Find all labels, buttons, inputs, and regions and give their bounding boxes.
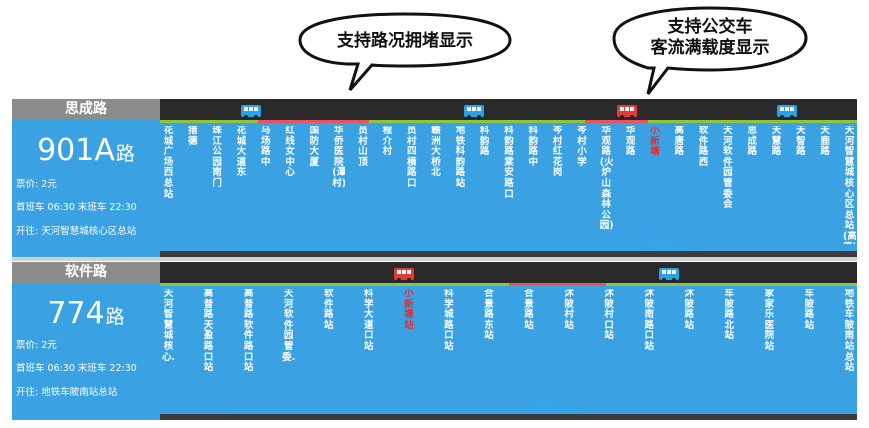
station-name: 天智路: [796, 126, 806, 158]
route-info-sidebar: 软件路 774路 票价: 2元 首班车 06:30 末班车 22:30 开往: …: [12, 262, 160, 420]
station-name: 车陂路北站: [724, 289, 735, 342]
station-name: 天河软件园管委会: [723, 126, 733, 211]
bus-icon: [240, 105, 261, 119]
station-name: 地铁科韵路站: [455, 126, 466, 189]
station-name: 高普路天盈路口站: [203, 289, 214, 374]
route-info-body: 774路 票价: 2元 首班车 06:30 末班车 22:30 开往: 地铁车陂…: [12, 283, 160, 420]
station-name: 程介村: [382, 126, 393, 158]
station-name: 天慧路: [771, 126, 782, 158]
callout-load: 支持公交车 客流满载度显示: [608, 2, 812, 98]
station-name: 天河智慧城核心...: [162, 289, 175, 363]
route-number: 774路: [12, 297, 160, 334]
fare-text: 票价: 2元: [16, 340, 57, 351]
current-stop-name: 软件路: [12, 262, 160, 283]
terminus-text: 开往: 地铁车陂南站总站: [16, 387, 118, 398]
progress-arrow-body: [232, 394, 593, 414]
station-name: 华侨医院(潭村): [332, 126, 346, 189]
bus-position-bar: [160, 99, 857, 120]
road-segment-red: [585, 120, 648, 123]
station-name: 赣洲大桥北: [431, 126, 441, 179]
speech-bubble-icon: [612, 6, 808, 95]
station-name: 思成路: [747, 126, 757, 158]
route-map-board: 天河智慧城核心... 高普路天盈路口站 高普路软件路口站 天河软件园管委... 软件路站…: [160, 262, 857, 420]
bus-position-bar: [160, 262, 857, 283]
station-name: 华观路: [625, 126, 636, 158]
callout-load-line2: 客流满载度显示: [650, 38, 770, 58]
station-name: 员村四横路口: [406, 126, 417, 189]
route-info-body: 901A路 票价: 2元 首班车 06:30 末班车 22:30 开往: 天河智…: [12, 120, 160, 257]
road-segment-red: [508, 283, 607, 286]
station-name: 猎德: [188, 126, 198, 147]
route-number: 901A路: [12, 134, 160, 171]
progress-track: [160, 251, 857, 257]
callout-congestion-text: 支持路况拥堵显示: [337, 31, 473, 51]
station-current: 小新塘: [650, 126, 660, 158]
station-name: 合景路站: [524, 289, 534, 331]
station-name: 天河软件园管委...: [282, 289, 296, 363]
road-segment-green: [160, 120, 258, 123]
station-name: 红线女中心: [285, 126, 295, 179]
callout-load-line1: 支持公交车: [667, 17, 753, 37]
progress-track: [160, 414, 857, 420]
route-number-value: 774: [47, 296, 105, 331]
station-name: 马场路中: [261, 126, 271, 168]
station-name: 软件路西: [698, 126, 709, 168]
station-name: 花城广场西总站: [163, 126, 174, 200]
station-name: 高普路软件路口站: [243, 289, 254, 374]
route-panel-774: 软件路 774路 票价: 2元 首班车 06:30 末班车 22:30 开往: …: [12, 262, 857, 420]
service-times: 首班车 06:30 末班车 22:30: [16, 363, 137, 374]
station-name: 天鹿路: [820, 126, 830, 158]
station-name: 员村山顶: [358, 126, 368, 168]
route-number-unit: 路: [105, 306, 125, 328]
station-name: 花城大道东: [236, 126, 247, 179]
progress-arrow-icon: [232, 394, 593, 414]
road-segment-green: [647, 120, 857, 123]
progress-arrow-body: [232, 231, 704, 251]
bus-icon: [658, 268, 679, 282]
callout-congestion: 支持路况拥堵显示: [292, 8, 518, 94]
station-name: 软件路站: [323, 289, 334, 331]
station-name: 国防大厦: [309, 126, 320, 168]
bus-icon: [616, 105, 637, 119]
speech-bubble-icon: [298, 12, 512, 91]
route-info-sidebar: 思成路 901A路 票价: 2元 首班车 06:30 末班车 22:30 开往:…: [12, 99, 160, 257]
fare-text: 票价: 2元: [16, 179, 57, 190]
station-name: 高唐路: [674, 126, 684, 158]
bus-icon: [393, 268, 414, 282]
station-name: 珠江公园南门: [212, 126, 222, 189]
station-name: 天河智慧城核心区总站(高唐): [843, 126, 856, 244]
route-panel-901a: 思成路 901A路 票价: 2元 首班车 06:30 末班车 22:30 开往:…: [12, 99, 857, 257]
station-name: 家家乐医院站: [764, 289, 775, 352]
terminus-text: 开往: 天河智慧城核心区总站: [16, 226, 137, 237]
station-current: 小新塘站: [404, 289, 414, 331]
station-name: 车陂路站: [804, 289, 815, 331]
station-name: 沐陂南路口站: [644, 289, 654, 352]
station-name: 岑村红花岗: [552, 126, 563, 179]
panel-divider: [12, 257, 857, 261]
station-name: 合景路东站: [484, 289, 494, 342]
bus-icon: [463, 105, 484, 119]
route-number-unit: 路: [115, 143, 135, 165]
service-times: 首班车 06:30 末班车 22:30: [16, 202, 137, 213]
station-name: 华观路(火炉山森林公园): [599, 126, 613, 232]
station-name: 地铁车陂南站总站: [844, 289, 855, 374]
station-name: 岑村小学: [577, 126, 587, 168]
station-name: 科韵路: [479, 126, 490, 158]
road-segment-green: [369, 120, 586, 123]
station-name: 科学城路口站: [444, 289, 454, 352]
current-stop-name: 思成路: [12, 99, 160, 120]
road-segment-green: [606, 283, 857, 286]
progress-arrow-icon: [232, 231, 704, 251]
station-name: 科韵路棠安路口: [504, 126, 514, 200]
station-name: 科韵路中: [528, 126, 539, 168]
route-map-board: 花城广场西总站 猎德 珠江公园南门 花城大道东 马场路中 红线女中心 国防大厦 华侨医院(潭村…: [160, 99, 857, 257]
station-name: 沐陂村站: [564, 289, 574, 331]
station-name: 沐陂村口站: [604, 289, 614, 342]
bus-icon: [777, 105, 798, 119]
station-name: 科学大道口站: [364, 289, 374, 352]
road-segment-green: [160, 283, 509, 286]
station-name: 沐陂路站: [684, 289, 694, 331]
route-number-value: 901A: [37, 133, 115, 168]
road-segment-red: [257, 120, 370, 123]
